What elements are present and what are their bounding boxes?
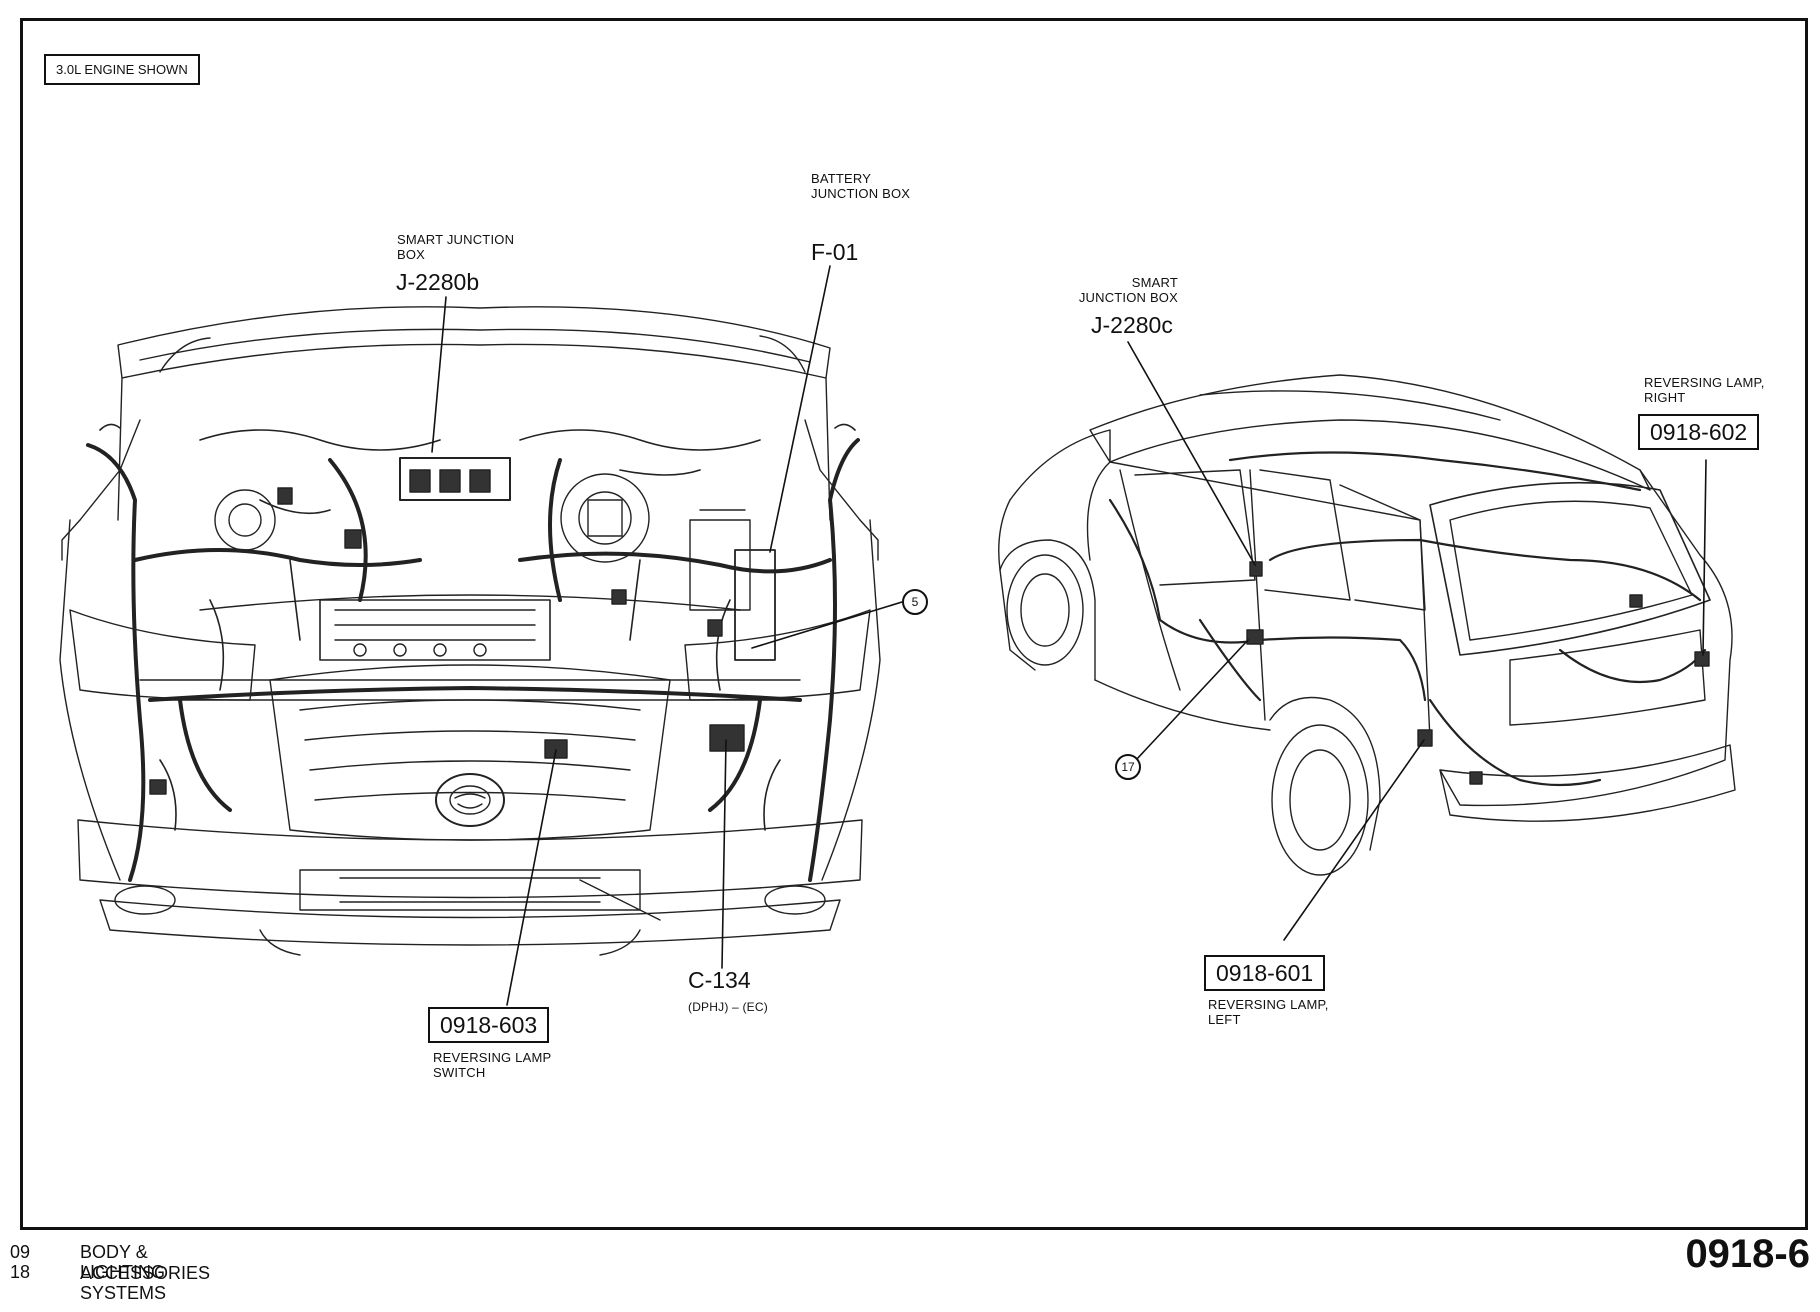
rev-lamp-switch-code: 0918-603 (428, 1007, 550, 1044)
smart-jb-front-caption-2: BOX (397, 247, 426, 262)
smart-jb-front-code: J-2280b (396, 269, 480, 295)
rev-lamp-left-caption-1: REVERSING LAMP, (1208, 997, 1329, 1012)
page-number: 0918-6 (1685, 1232, 1810, 1276)
rev-lamp-left-caption-2: LEFT (1208, 1012, 1241, 1027)
vehicle-rear-illustration (998, 374, 1736, 876)
engine-bay-illustration (59, 306, 881, 956)
ground-point-front: 5 (902, 589, 928, 615)
footer-section-num-2: 18 (10, 1262, 31, 1282)
footer-section-num-1: 09 (10, 1242, 31, 1262)
leader-lines (431, 265, 1707, 1006)
rev-lamp-right-caption-1: REVERSING LAMP, (1644, 375, 1765, 390)
rev-lamp-right-code: 0918-602 (1638, 414, 1760, 451)
connector-code: C-134 (688, 967, 751, 993)
battery-jb-code: F-01 (811, 239, 859, 265)
connector-caption: (DPHJ) – (EC) (688, 1000, 768, 1014)
smart-jb-rear-caption-2: JUNCTION BOX (1078, 290, 1178, 305)
footer-section-text-2: LIGHTING SYSTEMS (80, 1262, 167, 1303)
battery-jb-caption-1: BATTERY (811, 171, 872, 186)
rev-lamp-switch-caption-2: SWITCH (433, 1065, 486, 1080)
rev-lamp-right-caption-2: RIGHT (1644, 390, 1686, 405)
smart-jb-front-caption-1: SMART JUNCTION (397, 232, 515, 247)
rev-lamp-left-code: 0918-601 (1204, 955, 1326, 992)
rev-lamp-switch-caption-1: REVERSING LAMP (433, 1050, 552, 1065)
battery-jb-caption-2: JUNCTION BOX (811, 186, 911, 201)
smart-jb-rear-code: J-2280c (1091, 312, 1173, 338)
smart-jb-rear-caption-1: SMART (1131, 275, 1178, 290)
diagram-frame (20, 18, 1808, 1230)
ground-point-rear: 17 (1115, 754, 1141, 780)
engine-note: 3.0L ENGINE SHOWN (44, 54, 200, 85)
footer-section-text-1: BODY & ACCESSORIES (80, 1242, 211, 1283)
